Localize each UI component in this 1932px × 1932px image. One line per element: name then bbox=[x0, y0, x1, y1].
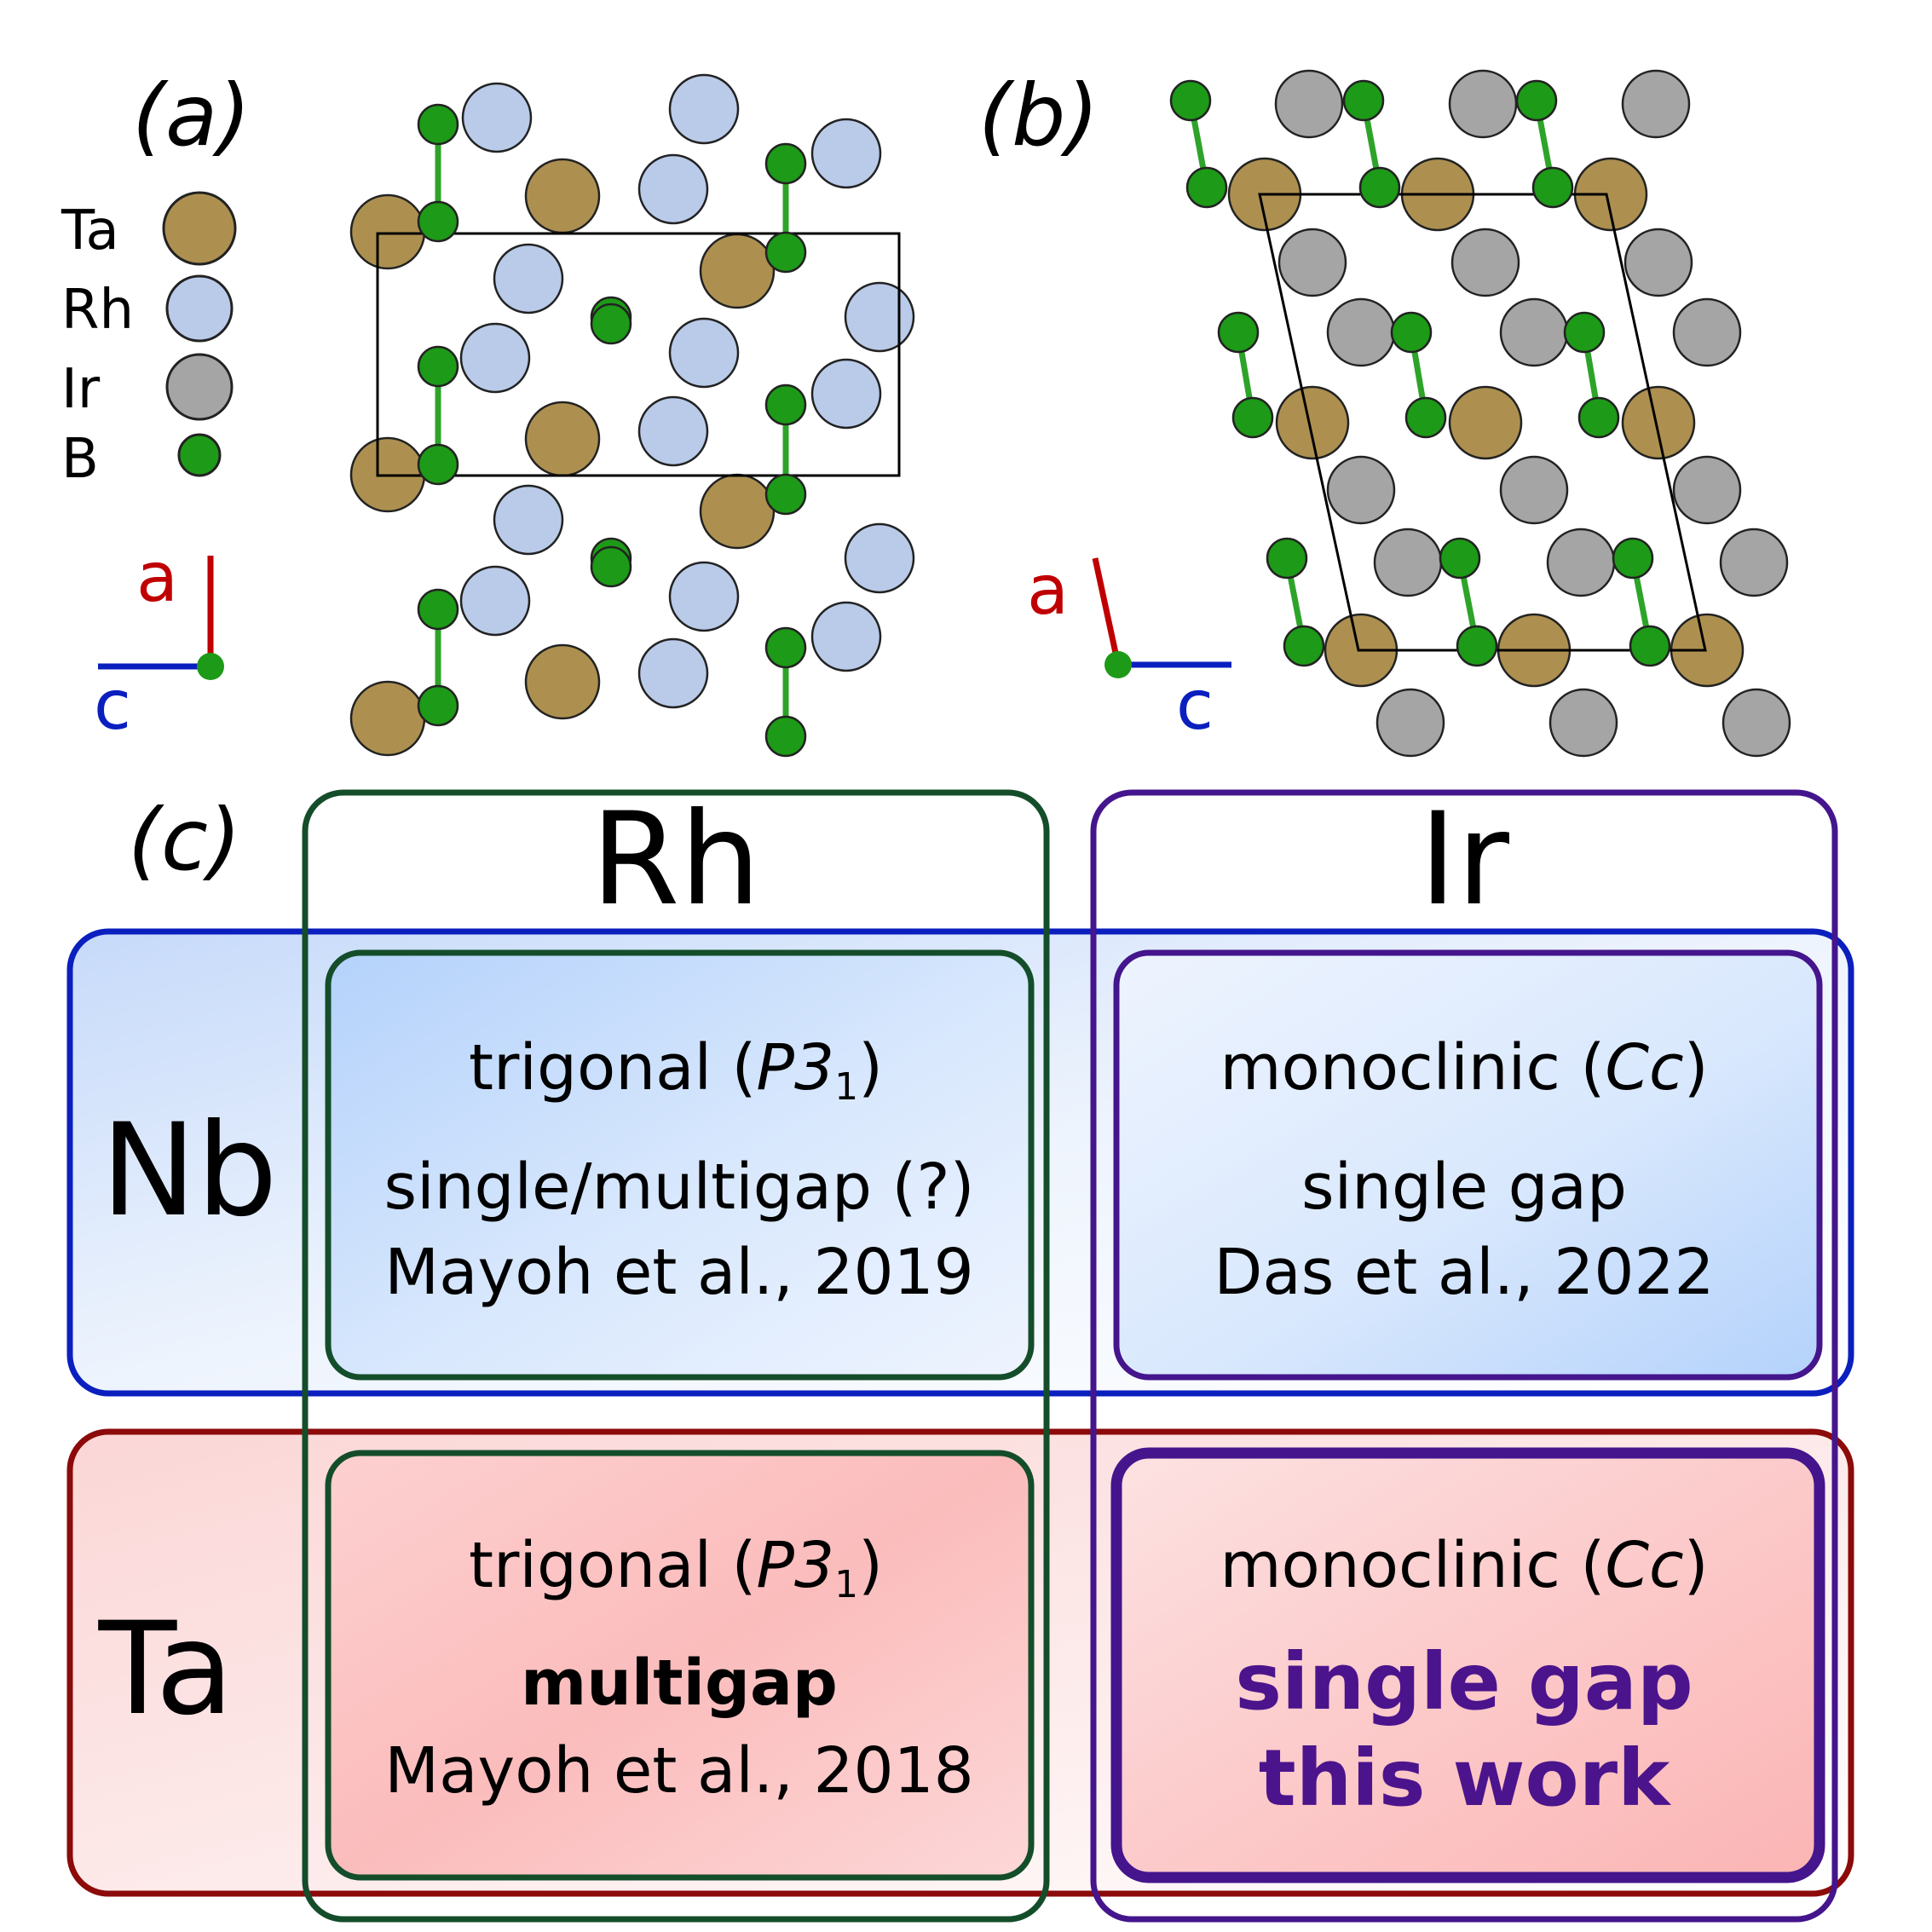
legend-rh-atom-icon bbox=[165, 274, 234, 343]
cell-nb-ir-reference: Das et al., 2022 bbox=[1214, 1236, 1714, 1309]
legend-ta-atom-icon bbox=[162, 191, 237, 266]
panel-c-label: (c) bbox=[128, 790, 241, 890]
ta-atoms bbox=[349, 158, 776, 757]
cell-ta-ir-reference: this work bbox=[1259, 1733, 1671, 1824]
cell-ta-rh-gap: multigap bbox=[521, 1647, 838, 1720]
b-atoms bbox=[1169, 79, 1671, 667]
c-axis-label: c bbox=[1176, 666, 1214, 745]
unit-cell-a bbox=[376, 232, 901, 477]
legend-label-rh: Rh bbox=[61, 279, 134, 342]
legend-ir-atom-icon bbox=[165, 353, 234, 421]
rh-atoms bbox=[459, 73, 915, 709]
b-bonds bbox=[435, 124, 789, 736]
panel-a-label: (a) bbox=[132, 66, 251, 165]
cell-nb-ir-gap: single gap bbox=[1301, 1151, 1627, 1224]
row-header-nb: Nb bbox=[101, 1097, 277, 1245]
crystal-structure-b bbox=[1169, 69, 1791, 758]
cell-ta-ir: monoclinic (Cc) single gap this work bbox=[1110, 1447, 1825, 1883]
cell-ta-rh: trigonal (P31) multigap Mayoh et al., 20… bbox=[325, 1450, 1035, 1881]
crystal-structure-a bbox=[349, 73, 915, 758]
a-axis-line bbox=[1092, 557, 1122, 666]
ta-atoms bbox=[1227, 157, 1745, 688]
b-atoms bbox=[417, 103, 807, 758]
col-header-ir: Ir bbox=[1419, 786, 1509, 934]
cell-nb-rh-gap: single/multigap (?) bbox=[384, 1151, 975, 1224]
cell-nb-rh-structure: trigonal (P31) bbox=[469, 1031, 883, 1109]
a-axis-label: a bbox=[1027, 551, 1069, 630]
ir-column-box bbox=[1090, 789, 1838, 1923]
panel-c: (c) Rh Ir Nb Ta trigonal (P31) single/mu… bbox=[66, 786, 1854, 1923]
legend-label-b: B bbox=[61, 428, 99, 491]
c-axis-label: c bbox=[94, 666, 131, 745]
cell-nb-rh: trigonal (P31) single/multigap (?) Mayoh… bbox=[325, 949, 1035, 1381]
panel-a: (a) Ta Rh Ir B a c bbox=[61, 66, 915, 758]
cell-ta-rh-structure: trigonal (P31) bbox=[469, 1529, 883, 1606]
cell-ta-ir-structure: monoclinic (Cc) bbox=[1220, 1529, 1708, 1602]
axis-indicator-a: a c bbox=[94, 538, 224, 745]
row-header-ta: Ta bbox=[98, 1595, 234, 1744]
cell-nb-ir: monoclinic (Cc) single gap Das et al., 2… bbox=[1113, 949, 1823, 1381]
cell-ta-ir-gap: single gap bbox=[1235, 1636, 1693, 1727]
legend-label-ir: Ir bbox=[61, 358, 101, 421]
panel-b: (b) a c bbox=[978, 66, 1791, 758]
rh-column-box bbox=[302, 789, 1050, 1923]
a-axis-label: a bbox=[136, 538, 178, 617]
cell-ta-rh-reference: Mayoh et al., 2018 bbox=[384, 1734, 974, 1808]
col-header-rh: Rh bbox=[591, 786, 760, 934]
legend-label-ta: Ta bbox=[61, 199, 119, 262]
axis-origin-icon bbox=[197, 653, 224, 680]
panel-b-label: (b) bbox=[978, 66, 1099, 165]
axis-origin-icon bbox=[1104, 651, 1132, 678]
cell-nb-rh-reference: Mayoh et al., 2019 bbox=[384, 1236, 974, 1309]
legend-b-atom-icon bbox=[177, 433, 222, 477]
axis-indicator-b: a c bbox=[1027, 551, 1231, 745]
ir-atoms bbox=[1274, 69, 1791, 758]
atom-legend: Ta Rh Ir B bbox=[61, 191, 237, 491]
unit-cell-b bbox=[1258, 193, 1707, 652]
cell-nb-ir-structure: monoclinic (Cc) bbox=[1220, 1031, 1708, 1104]
